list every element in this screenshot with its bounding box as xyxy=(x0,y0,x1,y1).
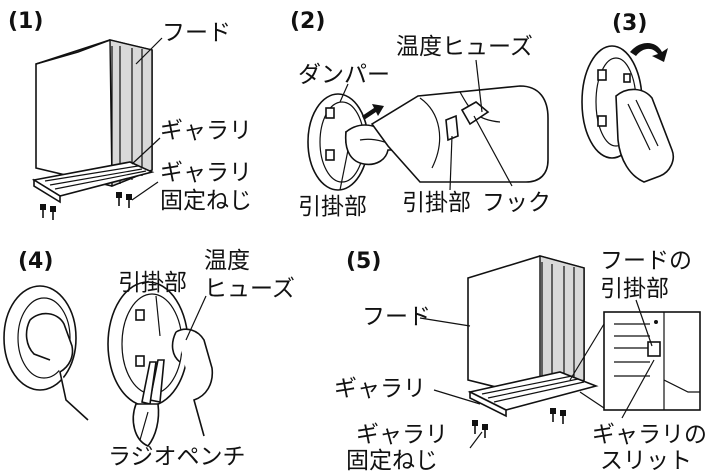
hood-illustration xyxy=(467,255,585,400)
damper-illustration xyxy=(107,281,189,407)
label-gallery-slit-line1: ギャラリの xyxy=(592,422,707,448)
step-4-panel: (4) 引掛部 温度 ヒューズ ラジオペンチ xyxy=(3,248,295,470)
step-2-panel: (2) 温度ヒューズ ダンパー 引掛部 xyxy=(290,9,551,220)
screw-icon xyxy=(472,408,566,438)
label-hook-part-b: 引掛部 xyxy=(402,190,471,216)
label-gallery-slit-line2: スリット xyxy=(600,448,692,471)
label-hood: フード xyxy=(362,304,431,330)
label-temp-fuse-line1: 温度 xyxy=(204,248,250,274)
label-gallery-screw-line2: 固定ねじ xyxy=(160,188,252,214)
hand-illustration xyxy=(25,312,89,421)
label-gallery-screw-line1: ギャラリ xyxy=(160,160,252,186)
label-hood: フード xyxy=(162,20,231,46)
label-hook-part: 引掛部 xyxy=(118,270,187,296)
label-hood-hook-line2: 引掛部 xyxy=(600,276,669,302)
label-gallery: ギャラリ xyxy=(334,376,426,402)
pliers-illustration xyxy=(132,359,165,447)
detail-callout xyxy=(569,311,701,411)
label-gallery-screw-line1: ギャラリ xyxy=(356,422,448,448)
gallery-illustration xyxy=(467,371,599,418)
step-2-number: (2) xyxy=(290,9,325,34)
step-1-panel: (1) フード ギャラリ xyxy=(8,9,252,220)
label-hook: フック xyxy=(482,190,551,216)
step-3-number: (3) xyxy=(612,11,647,36)
step-5-number: (5) xyxy=(346,249,381,274)
screw-icon xyxy=(40,192,132,220)
step-1-number: (1) xyxy=(8,9,43,34)
zoom-callout xyxy=(370,85,549,183)
label-pliers: ラジオペンチ xyxy=(108,444,246,470)
label-gallery-screw-line2: 固定ねじ xyxy=(346,448,438,471)
rotate-arrow-icon xyxy=(630,43,668,62)
hood-illustration xyxy=(35,39,153,188)
label-gallery: ギャラリ xyxy=(160,118,252,144)
label-hood-hook-line1: フードの xyxy=(600,248,692,274)
label-damper: ダンパー xyxy=(298,62,390,88)
label-temp-fuse: 温度ヒューズ xyxy=(396,34,533,60)
label-hook-part-a: 引掛部 xyxy=(298,194,367,220)
hand-illustration xyxy=(171,328,214,437)
step-3-panel: (3) xyxy=(581,11,675,183)
step-5-panel: (5) xyxy=(334,248,707,471)
gallery-illustration xyxy=(31,161,155,204)
step-4-number: (4) xyxy=(18,249,53,274)
hand-illustration xyxy=(615,88,675,183)
label-temp-fuse-line2: ヒューズ xyxy=(204,276,295,302)
arrow-icon xyxy=(362,104,384,120)
